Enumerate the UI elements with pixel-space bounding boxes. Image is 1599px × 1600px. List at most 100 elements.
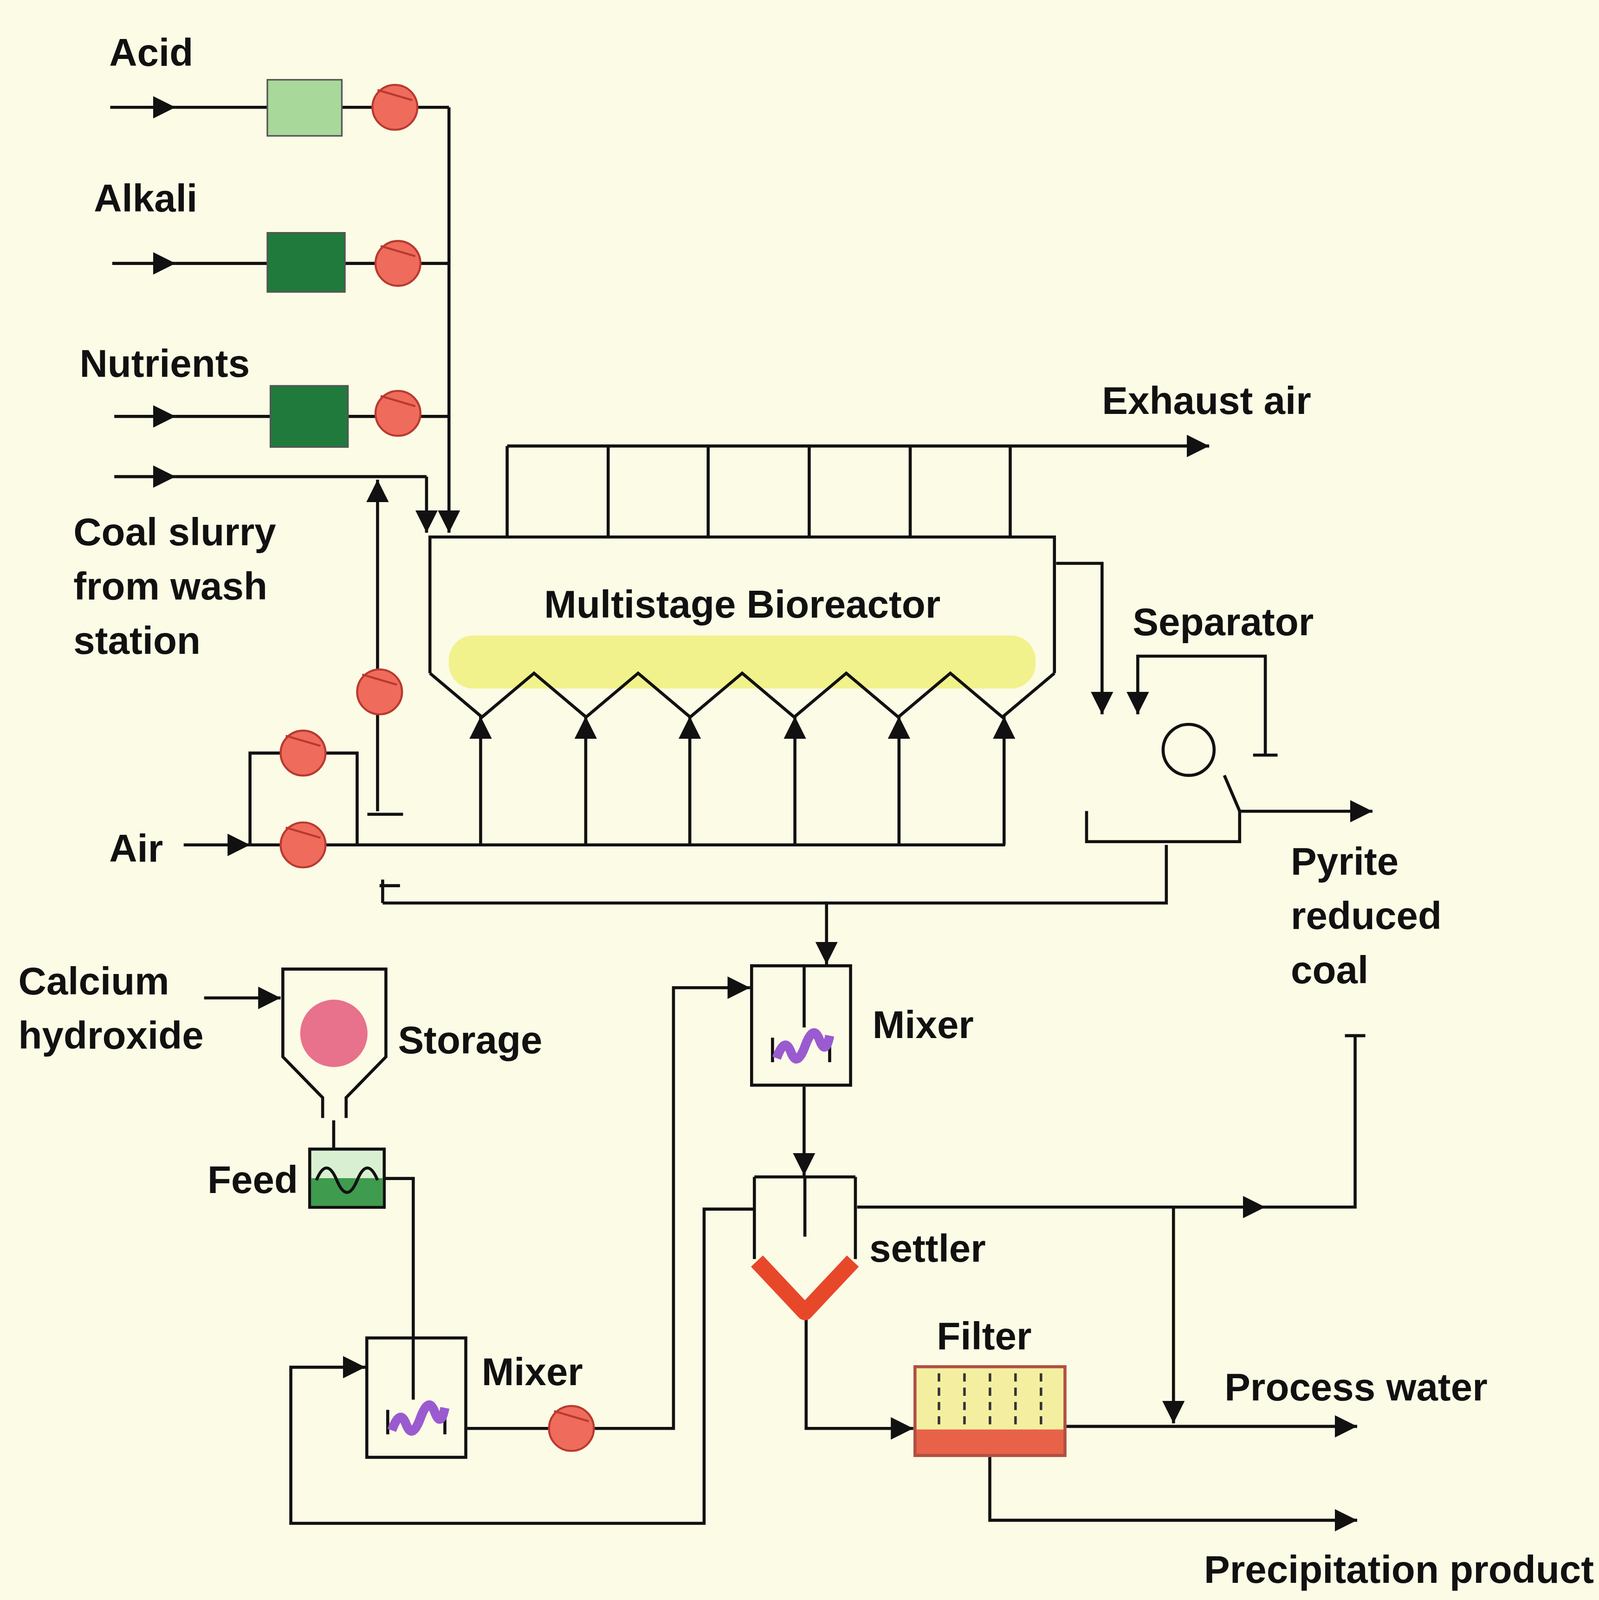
air-lines (250, 753, 1006, 846)
filter-unit-outline (937, 1373, 940, 1425)
settler-tank-outline (757, 1261, 854, 1313)
flow-connector (802, 1087, 806, 1176)
stream-label: Precipitation product (1204, 1542, 1594, 1598)
node-label: Mixer (872, 997, 974, 1053)
pump-mark (285, 90, 590, 1422)
mixer-tank-outline (391, 1405, 445, 1432)
flow-connector (291, 1209, 754, 1524)
air-lines (793, 716, 797, 846)
mixer-tank-outline (751, 965, 851, 1086)
dosing-tanks (267, 233, 345, 293)
flow-connector (332, 1120, 336, 1148)
mixer-tank-outline (365, 1336, 468, 1460)
mixer-tank-outline (366, 1338, 466, 1458)
pump-symbol (375, 240, 421, 286)
air-lines (183, 843, 251, 847)
mixer-tank-outline (802, 964, 806, 1028)
stream-label: Acid (109, 25, 194, 80)
dosing-tanks (267, 79, 349, 447)
separator-lines (1137, 656, 1266, 756)
feeder-box-outline (316, 1168, 378, 1193)
bioreactor-vessel-outline (430, 673, 1055, 718)
dosing-tanks (270, 385, 349, 447)
air-lines (479, 716, 483, 846)
dosing-lines (110, 105, 176, 110)
overflow-lines (204, 996, 281, 1000)
feeder-box-outline (308, 1147, 386, 1210)
dosing-lines (447, 107, 451, 533)
dosing-lines (425, 476, 429, 533)
dosing-lines (175, 475, 427, 479)
feeder-box: Feed (308, 1147, 386, 1210)
pump-symbol (375, 390, 421, 436)
node-label: Mixer (481, 1345, 583, 1400)
air-lines (379, 879, 827, 904)
bioreactor-vessel-outline (430, 537, 1055, 674)
node-label: settler (869, 1221, 986, 1276)
filter-unit-outline (988, 1373, 991, 1425)
dosing-lines (112, 261, 176, 266)
node-label: Feed (207, 1152, 298, 1208)
stream-label: Process water (1224, 1360, 1488, 1415)
filter-unit-outline (963, 1373, 966, 1425)
mixer-tank: Mixer (750, 964, 853, 1088)
pump-symbol (372, 84, 418, 130)
separator-lines (1137, 656, 1373, 812)
overflow-lines (990, 1457, 1358, 1521)
filter-unit-outline (914, 1366, 1065, 1456)
settler-tank: settler (752, 1175, 857, 1319)
mixer-tank-outline (411, 1336, 415, 1400)
storage-hopper-outline (280, 967, 389, 1121)
stream-label: Coal slurry from wash station (73, 504, 334, 668)
storage-hopper-outline (282, 969, 386, 1119)
pump-mark (285, 90, 590, 1422)
filter-unit-outline (913, 1365, 1067, 1458)
storage-hopper: Storage (280, 967, 389, 1121)
overflow-lines (1171, 1207, 1176, 1424)
pump-symbol (356, 669, 402, 715)
mixer-tank: Mixer (365, 1336, 468, 1460)
air-lines (1002, 716, 1006, 846)
bioreactor-vessel: Multistage Bioreactor (428, 535, 1056, 720)
pump-symbol (280, 84, 595, 1452)
settler-tank-outline (754, 1177, 856, 1260)
dosing-lines (367, 812, 403, 816)
mixer-tank-outline (750, 964, 853, 1088)
filter-unit-outline (914, 1366, 1065, 1431)
air-lines (897, 716, 901, 846)
pump-symbol (280, 731, 326, 777)
separator-lines (1253, 753, 1278, 758)
dosing-lines (114, 475, 176, 479)
exhaust-manifold (507, 446, 1210, 536)
settler-tank-outline (752, 1175, 857, 1319)
filter-unit-outline (1039, 1373, 1043, 1425)
separator-unit: Separator (1081, 714, 1286, 845)
storage-hopper-outline (299, 999, 368, 1068)
separator-unit-outline (1081, 714, 1286, 845)
air-lines (584, 716, 588, 846)
stream-label: Air (109, 821, 163, 876)
feeder-box-outline (309, 1149, 384, 1208)
stream-label: Calcium hydroxide (18, 954, 259, 1063)
separator-unit-outline (1163, 724, 1215, 776)
stream-label: Nutrients (79, 336, 250, 391)
overflow-lines (1265, 1035, 1366, 1208)
bioreactor-vessel-outline (428, 535, 1056, 720)
exhaust-manifold (507, 444, 1210, 448)
pump-symbol (549, 1406, 595, 1452)
bioreactor-vessel-outline (448, 635, 1036, 689)
node-label: Filter (936, 1309, 1032, 1364)
dosing-lines (114, 414, 176, 419)
filter-unit-outline (1014, 1373, 1017, 1425)
separator-unit-outline (1086, 775, 1240, 842)
overflow-lines (1066, 1425, 1358, 1429)
air-lines (183, 716, 1006, 904)
node-label: Multistage Bioreactor (543, 577, 941, 632)
exhaust-manifold (507, 446, 1011, 536)
node-label: Storage (397, 1013, 543, 1068)
node-label: Separator (1132, 595, 1314, 650)
